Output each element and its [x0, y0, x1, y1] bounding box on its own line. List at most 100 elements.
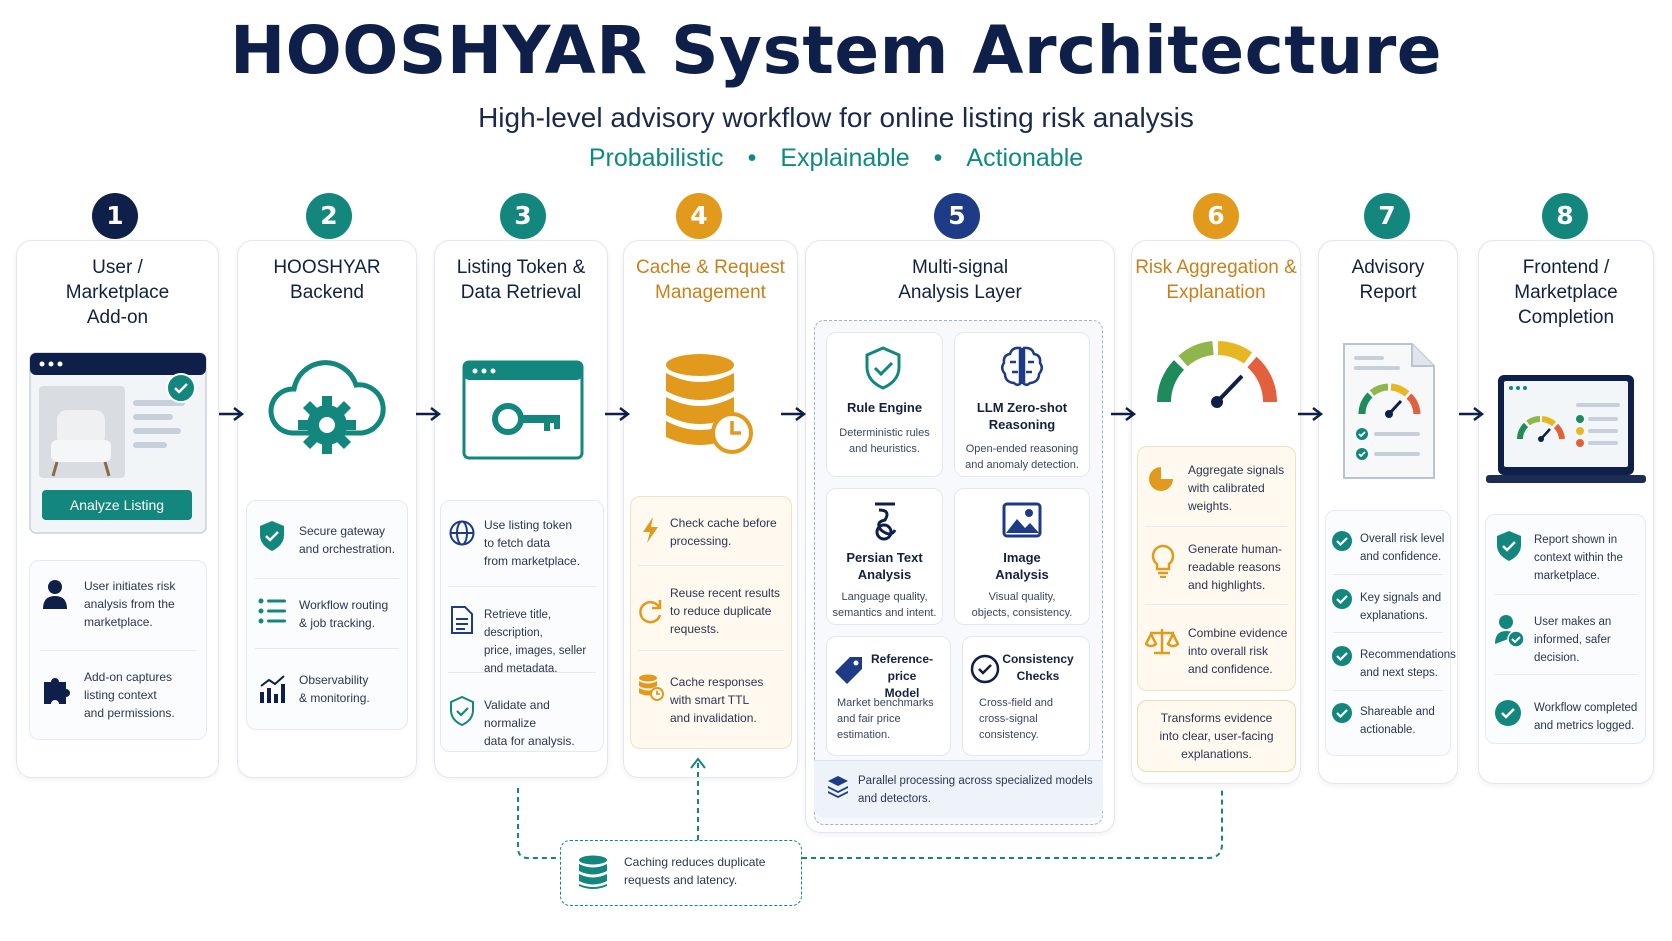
check-circle-icon: [1332, 703, 1352, 723]
check-circle-icon: [970, 654, 1000, 684]
step-6-title: Risk Aggregation &Explanation: [1135, 257, 1297, 303]
step-3-title: Listing Token &Data Retrieval: [456, 257, 586, 303]
module-desc: Visual quality,objects, consistency.: [971, 591, 1073, 619]
shield-check-icon: [260, 521, 284, 551]
list-item: Observability& monitoring.: [299, 673, 370, 705]
shield-check-icon: [865, 346, 901, 390]
flow-arrow-icon: [1111, 407, 1136, 421]
database-clock-icon: [639, 674, 664, 701]
tag-explainable: Explainable: [780, 144, 910, 172]
refresh-icon: [639, 600, 662, 624]
cache-connector: [517, 757, 1223, 859]
check-circle-icon: [1332, 646, 1352, 666]
tag-probabilistic: Probabilistic: [588, 144, 724, 172]
shield-check-icon: [1497, 531, 1521, 561]
lightning-icon: [643, 517, 658, 543]
puzzle-icon: [44, 678, 70, 704]
step-6-badge: 6: [1193, 193, 1239, 239]
globe-icon: [449, 520, 475, 546]
database-clock-icon: [666, 354, 753, 454]
step-2-badge: 2: [306, 193, 352, 239]
flow-arrow-icon: [781, 407, 806, 421]
module-title: Rule Engine: [846, 400, 923, 415]
listing-browser-icon: [29, 352, 207, 534]
step-5-badge: 5: [934, 193, 980, 239]
tag-actionable: Actionable: [966, 144, 1084, 172]
bulb-icon: [1151, 544, 1175, 578]
check-circle-icon: [1495, 700, 1521, 726]
step-4-badge: 4: [676, 193, 722, 239]
image-icon: [1002, 502, 1042, 538]
check-circle-icon: [1332, 531, 1352, 551]
tag-icon: [835, 657, 862, 684]
report-document-icon: [1343, 343, 1435, 479]
tag-separator: •: [747, 144, 757, 172]
parallel-processing-text: Parallel processing across specialized m…: [858, 775, 1093, 805]
flow-arrow-icon: [1459, 407, 1484, 421]
step-8-badge: 8: [1542, 193, 1588, 239]
list-icon: [258, 598, 286, 624]
gauge-icon: [1156, 341, 1278, 408]
step-7-badge: 7: [1364, 193, 1410, 239]
tag-row: Probabilistic • Explainable • Actionable: [0, 144, 1672, 173]
module-desc: Language quality,semantics and intent.: [832, 591, 937, 619]
list-item: Retrieve title, description,price, image…: [484, 609, 587, 675]
persian-text-icon: [875, 502, 897, 541]
shield-check-icon: [450, 696, 474, 726]
document-icon: [451, 606, 473, 634]
cloud-gear-icon: [268, 360, 386, 454]
pie-icon: [1149, 467, 1173, 491]
brain-icon: [1001, 346, 1043, 387]
analyze-listing-button[interactable]: Analyze Listing: [42, 490, 192, 520]
scale-icon: [1145, 629, 1179, 655]
user-icon: [43, 580, 67, 609]
step-6-summary: [1137, 700, 1296, 772]
flow-arrow-icon: [605, 407, 630, 421]
check-circle-icon: [1332, 589, 1352, 609]
user-check-icon: [1495, 615, 1525, 648]
step-3-badge: 3: [500, 193, 546, 239]
layers-icon: [828, 776, 848, 798]
flow-arrow-icon: [1298, 407, 1323, 421]
chart-icon: [260, 675, 285, 703]
tag-separator: •: [933, 144, 943, 172]
step-4-card: [630, 496, 792, 749]
page-title: HOOSHYAR System Architecture: [229, 12, 1443, 89]
step-1-badge: 1: [92, 193, 138, 239]
database-icon: [579, 855, 607, 889]
